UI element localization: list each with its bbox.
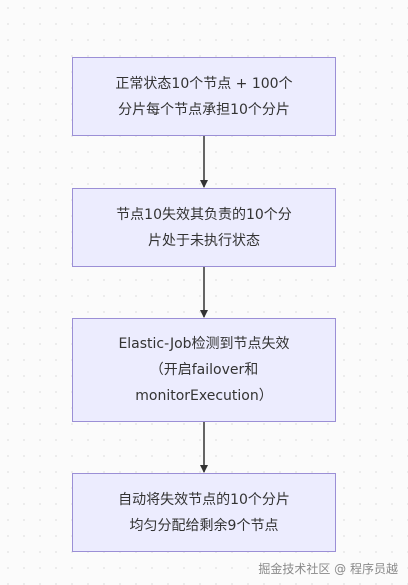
node-text-line: （开启failover和 <box>149 362 259 378</box>
node-normal-state: 正常状态10个节点 + 100个 分片每个节点承担10个分片 <box>72 57 336 136</box>
node-text-line: monitorExecution） <box>135 388 273 404</box>
node-node10-failure: 节点10失效其负责的10个分 片处于未执行状态 <box>72 188 336 267</box>
watermark: 掘金技术社区 @ 程序员越 <box>258 562 398 576</box>
node-text-line: Elastic-Job检测到节点失效 <box>118 336 290 352</box>
node-text-line: 正常状态10个节点 + 100个 <box>115 75 293 92</box>
node-text-line: 自动将失效节点的10个分片 <box>118 491 290 508</box>
node-text-line: 分片每个节点承担10个分片 <box>118 101 290 118</box>
node-text-line: 节点10失效其负责的10个分 <box>116 206 292 223</box>
node-text-line: 片处于未执行状态 <box>147 232 260 249</box>
node-auto-redistribute: 自动将失效节点的10个分片 均匀分配给剩余9个节点 <box>72 473 336 552</box>
node-text-line: 均匀分配给剩余9个节点 <box>129 517 279 534</box>
node-elastic-job-detect: Elastic-Job检测到节点失效 （开启failover和 monitorE… <box>72 318 336 422</box>
